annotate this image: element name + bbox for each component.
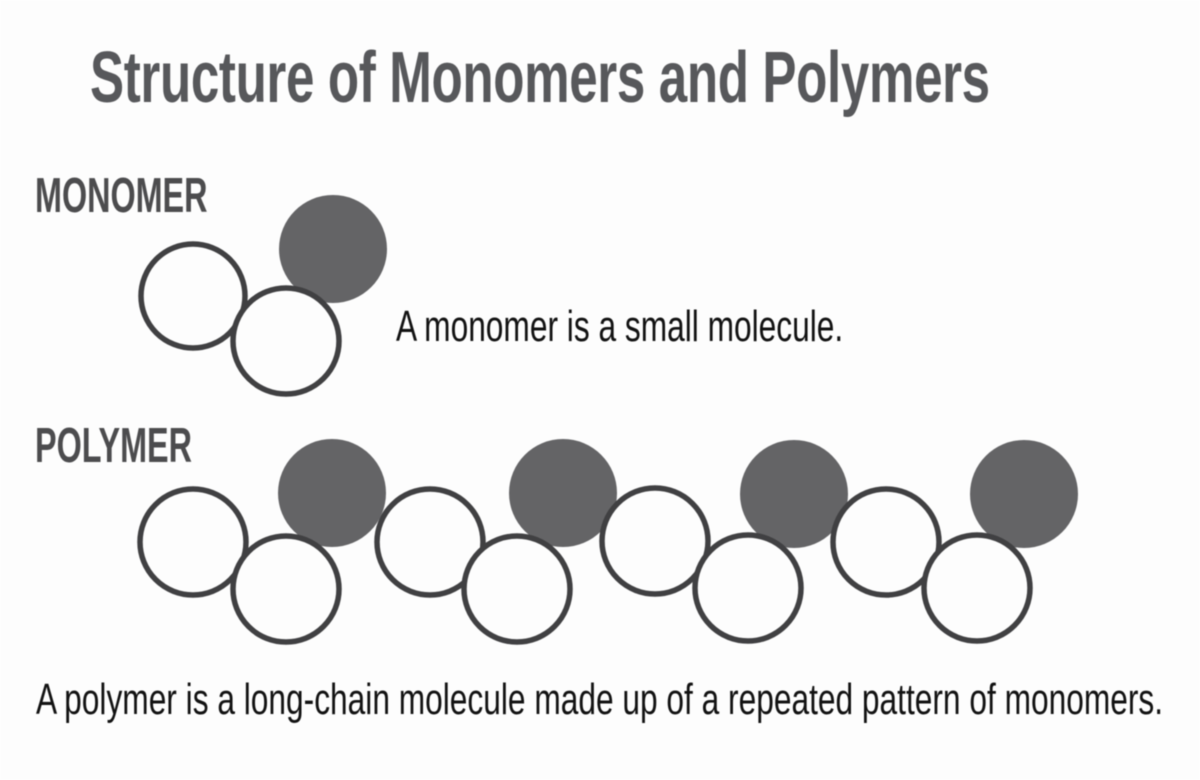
monomer-white-circle <box>230 285 342 397</box>
polymer-white-circle <box>692 532 804 644</box>
polymer-section-label: POLYMER <box>35 419 192 473</box>
polymer-dark-circle <box>278 439 386 547</box>
polymer-dark-circle <box>740 440 848 548</box>
polymer-dark-circle <box>970 440 1078 548</box>
diagram-title: Structure of Monomers and Polymers <box>90 38 990 118</box>
polymer-white-circle <box>230 533 342 645</box>
polymer-white-circle <box>921 532 1033 644</box>
polymer-white-circle <box>830 486 942 598</box>
polymer-white-circle <box>599 485 711 597</box>
monomer-caption: A monomer is a small molecule. <box>396 302 844 351</box>
polymer-white-circle <box>374 486 486 598</box>
polymer-caption: A polymer is a long-chain molecule made … <box>36 675 1164 724</box>
polymer-white-circle <box>137 486 249 598</box>
polymer-dark-circle <box>509 439 617 547</box>
polymer-white-circle <box>461 533 573 645</box>
monomer-white-circle <box>138 241 248 351</box>
monomer-dark-circle <box>279 195 387 303</box>
monomer-section-label: MONOMER <box>35 169 208 223</box>
